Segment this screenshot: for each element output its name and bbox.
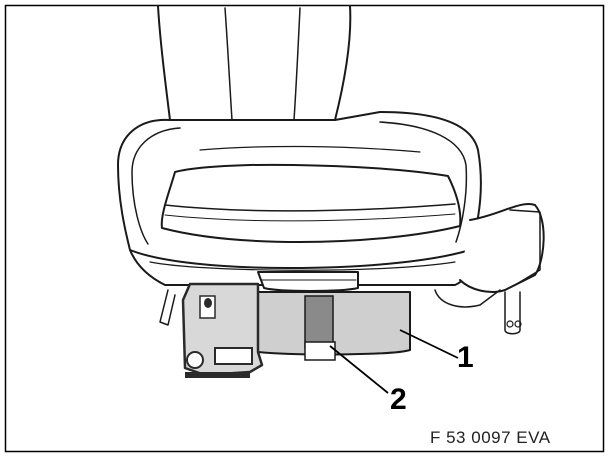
side-mechanism-right xyxy=(459,203,545,293)
cover-panel xyxy=(257,291,411,356)
backrest-seam xyxy=(224,7,233,121)
seat-front-bolster xyxy=(160,163,462,243)
strap-buckle xyxy=(304,341,336,361)
callout-2: 2 xyxy=(390,383,407,416)
callout-1: 1 xyxy=(457,341,474,374)
seat-backrest xyxy=(157,5,352,121)
leader-line-1 xyxy=(399,329,459,359)
diagram-border xyxy=(4,4,605,453)
figure-code: F 53 0097 EVA xyxy=(430,428,551,447)
leader-line-2 xyxy=(329,345,389,394)
adjust-handle xyxy=(257,271,359,292)
rail-left xyxy=(159,289,176,326)
strap xyxy=(304,295,334,349)
bracket-bolt xyxy=(186,351,204,369)
bracket-slot xyxy=(214,347,253,365)
seat-cushion xyxy=(117,111,482,269)
